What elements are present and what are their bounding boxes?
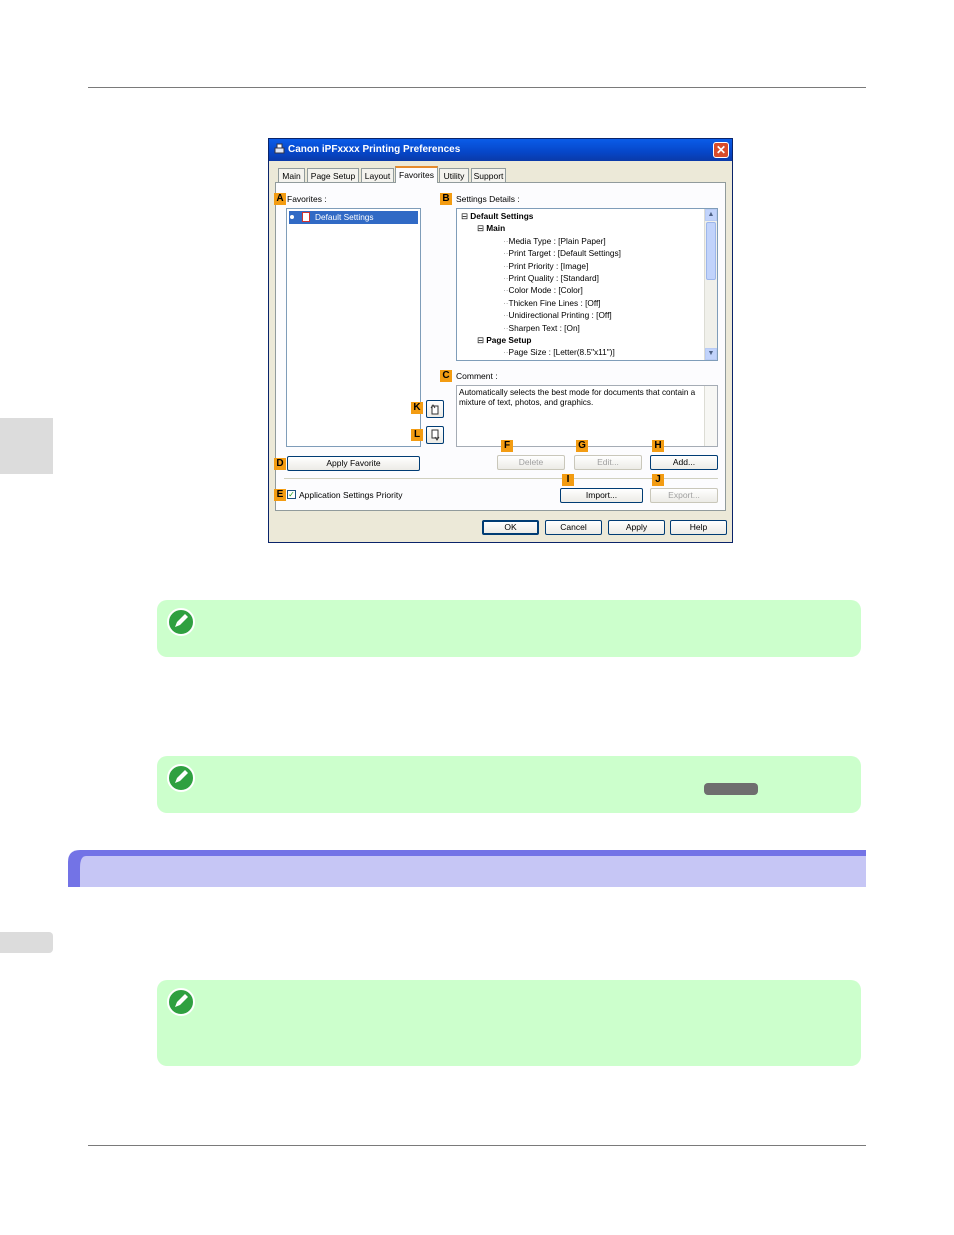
app-settings-priority-checkbox[interactable]: ✓: [287, 490, 296, 499]
collapse-icon[interactable]: ⊟: [477, 223, 487, 234]
tree-node[interactable]: ··Media Type : [Plain Paper]: [503, 235, 606, 246]
tree-line-icon: ··: [503, 260, 509, 271]
favorites-list[interactable]: Default Settings: [286, 208, 421, 447]
settings-details-tree[interactable]: ⊟ Default Settings ⊟ Main··Media Type : […: [456, 208, 718, 361]
cancel-button[interactable]: Cancel: [545, 520, 602, 535]
badge-l: L: [411, 429, 423, 441]
printing-preferences-dialog: Canon iPFxxxx Printing Preferences ✕ Mai…: [268, 138, 733, 543]
comment-label: Comment :: [456, 371, 498, 381]
bullet-icon: [290, 215, 294, 219]
badge-a: A: [274, 193, 286, 205]
move-down-icon: [431, 429, 440, 441]
scroll-down-icon[interactable]: ▼: [705, 348, 717, 360]
collapse-icon[interactable]: ⊟: [461, 211, 471, 221]
tree-line-icon: ··: [503, 235, 509, 246]
tab-utility[interactable]: Utility: [439, 168, 469, 182]
tree-line-icon: ··: [503, 310, 509, 321]
app-settings-priority-label: Application Settings Priority: [299, 490, 403, 500]
tab-layout[interactable]: Layout: [361, 168, 394, 182]
printer-icon: [274, 143, 285, 154]
apply-button[interactable]: Apply: [608, 520, 665, 535]
badge-h: H: [652, 440, 664, 452]
settings-scrollbar[interactable]: ▲ ▼: [704, 209, 717, 360]
favorites-panel: A Favorites : Default Settings B Setting…: [274, 182, 726, 511]
favorites-item-default[interactable]: Default Settings: [289, 211, 418, 224]
tree-node[interactable]: ⊟ Main: [477, 223, 506, 234]
scroll-thumb[interactable]: [706, 222, 716, 280]
tree-line-icon: ··: [503, 248, 509, 259]
move-up-button[interactable]: [426, 400, 444, 418]
export-button[interactable]: Export...: [650, 488, 718, 503]
tree-node[interactable]: ··Sharpen Text : [On]: [503, 322, 580, 333]
chapter-tab-small: [0, 932, 53, 953]
add-button[interactable]: Add...: [650, 455, 718, 470]
badge-e: E: [274, 489, 286, 501]
badge-d: D: [274, 458, 286, 470]
badge-c: C: [440, 370, 452, 382]
tree-node[interactable]: ··Print Target : [Default Settings]: [503, 248, 621, 259]
tree-node[interactable]: ··Page Size : [Letter(8.5"x11")]: [503, 347, 615, 358]
tab-page-setup[interactable]: Page Setup: [307, 168, 359, 182]
key-graphic: [704, 783, 758, 795]
close-icon: ✕: [715, 143, 727, 157]
ok-button[interactable]: OK: [482, 520, 539, 535]
tree-node[interactable]: ⊟ Default Settings: [461, 211, 534, 221]
tree-line-icon: ··: [503, 297, 509, 308]
move-up-icon: [430, 404, 439, 415]
badge-i: I: [562, 474, 574, 486]
move-down-button[interactable]: [426, 426, 444, 444]
tree-node[interactable]: ··Color Mode : [Color]: [503, 285, 583, 296]
help-button[interactable]: Help: [670, 520, 727, 535]
comment-box: Automatically selects the best mode for …: [456, 385, 718, 447]
favorites-label: Favorites :: [287, 194, 327, 204]
tree-line-icon: ··: [503, 322, 509, 333]
settings-details-label: Settings Details :: [456, 194, 520, 204]
apply-favorite-button[interactable]: Apply Favorite: [287, 456, 420, 471]
delete-button[interactable]: Delete: [497, 455, 565, 470]
pencil-note-icon: [167, 608, 195, 636]
title-bar[interactable]: Canon iPFxxxx Printing Preferences ✕: [269, 139, 732, 161]
badge-j: J: [652, 474, 664, 486]
tab-support[interactable]: Support: [471, 168, 506, 182]
badge-b: B: [440, 193, 452, 205]
chapter-tab: [0, 418, 53, 474]
note-box-1: [157, 600, 861, 657]
tab-favorites[interactable]: Favorites: [395, 166, 438, 183]
import-button[interactable]: Import...: [560, 488, 643, 503]
footer-rule: [88, 1145, 866, 1146]
tab-main[interactable]: Main: [278, 168, 305, 182]
badge-k: K: [411, 402, 423, 414]
section-heading-bar: [68, 850, 866, 887]
tree-node[interactable]: ⊟ Page Setup: [477, 335, 532, 345]
badge-g: G: [576, 440, 588, 452]
close-button[interactable]: ✕: [713, 142, 729, 158]
comment-scrollbar[interactable]: [704, 386, 717, 446]
dialog-title: Canon iPFxxxx Printing Preferences: [288, 144, 461, 155]
tree-line-icon: ··: [503, 273, 509, 283]
tree-line-icon: ··: [503, 347, 509, 358]
comment-text: Automatically selects the best mode for …: [459, 388, 696, 407]
badge-f: F: [501, 440, 513, 452]
pencil-note-icon: [167, 764, 195, 792]
scroll-up-icon[interactable]: ▲: [705, 209, 717, 221]
collapse-icon[interactable]: ⊟: [477, 335, 487, 345]
tree-node[interactable]: ··Print Priority : [Image]: [503, 260, 589, 271]
tree-node[interactable]: ··Thicken Fine Lines : [Off]: [503, 297, 601, 308]
note-box-3: [157, 980, 861, 1066]
header-rule: [88, 87, 866, 88]
settings-doc-icon: [302, 212, 310, 222]
edit-button[interactable]: Edit...: [574, 455, 642, 470]
pencil-note-icon: [167, 988, 195, 1016]
tree-line-icon: ··: [503, 285, 509, 296]
tree-node[interactable]: ··Unidirectional Printing : [Off]: [503, 310, 612, 321]
tree-node[interactable]: ··Print Quality : [Standard]: [503, 273, 599, 283]
panel-divider: [284, 478, 718, 479]
